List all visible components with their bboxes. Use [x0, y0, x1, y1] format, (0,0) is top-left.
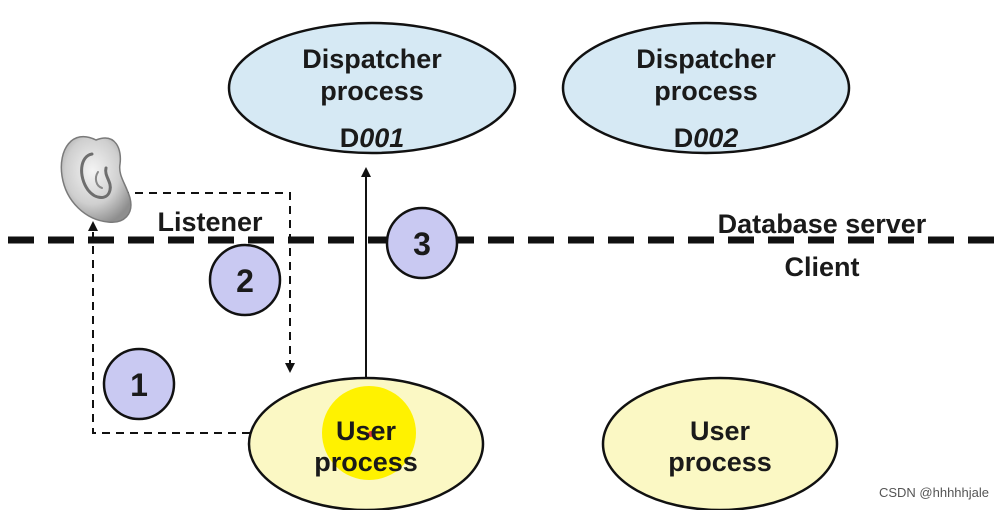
dispatcher-ellipse [227, 21, 517, 155]
dispatcher-label-line1: Dispatcher [636, 44, 776, 74]
dispatcher-label-line2: process [320, 76, 424, 106]
step-badge-2: 2 [208, 243, 282, 317]
user-label-line2: process [314, 447, 418, 477]
user-node-2: User process [601, 376, 839, 510]
ear-icon [60, 135, 132, 223]
cursor-dot [368, 431, 374, 437]
user-ellipse [601, 376, 839, 510]
dispatcher-node-1: Dispatcher process D001 [227, 21, 517, 155]
dispatcher-id: D002 [674, 123, 739, 153]
user-node-1: User process [247, 376, 485, 510]
connect-request-path [88, 221, 250, 434]
dispatcher-label-line1: Dispatcher [302, 44, 442, 74]
step-badge-1: 1 [102, 347, 176, 421]
user-label-line2: process [668, 447, 772, 477]
user-label-line1: User [336, 416, 397, 446]
listener-label: Listener [157, 207, 263, 237]
dispatcher-id-number: 002 [693, 123, 738, 153]
watermark-text: CSDN @hhhhhjale [878, 485, 989, 500]
step-number: 1 [130, 367, 148, 403]
step-number: 3 [413, 226, 431, 262]
step-badge-3: 3 [385, 206, 459, 280]
step-number: 2 [236, 263, 254, 299]
user-label-line1: User [690, 416, 751, 446]
listener-response-path [93, 192, 295, 373]
dispatcher-label-line2: process [654, 76, 758, 106]
dispatcher-id-number: 001 [359, 123, 404, 153]
dispatcher-id: D001 [340, 123, 405, 153]
dispatcher-node-2: Dispatcher process D002 [561, 21, 851, 155]
dispatcher-id-prefix: D [340, 123, 360, 153]
dispatcher-ellipse [561, 21, 851, 155]
dispatcher-id-prefix: D [674, 123, 694, 153]
client-label: Client [784, 252, 859, 282]
database-server-label: Database server [718, 209, 927, 239]
